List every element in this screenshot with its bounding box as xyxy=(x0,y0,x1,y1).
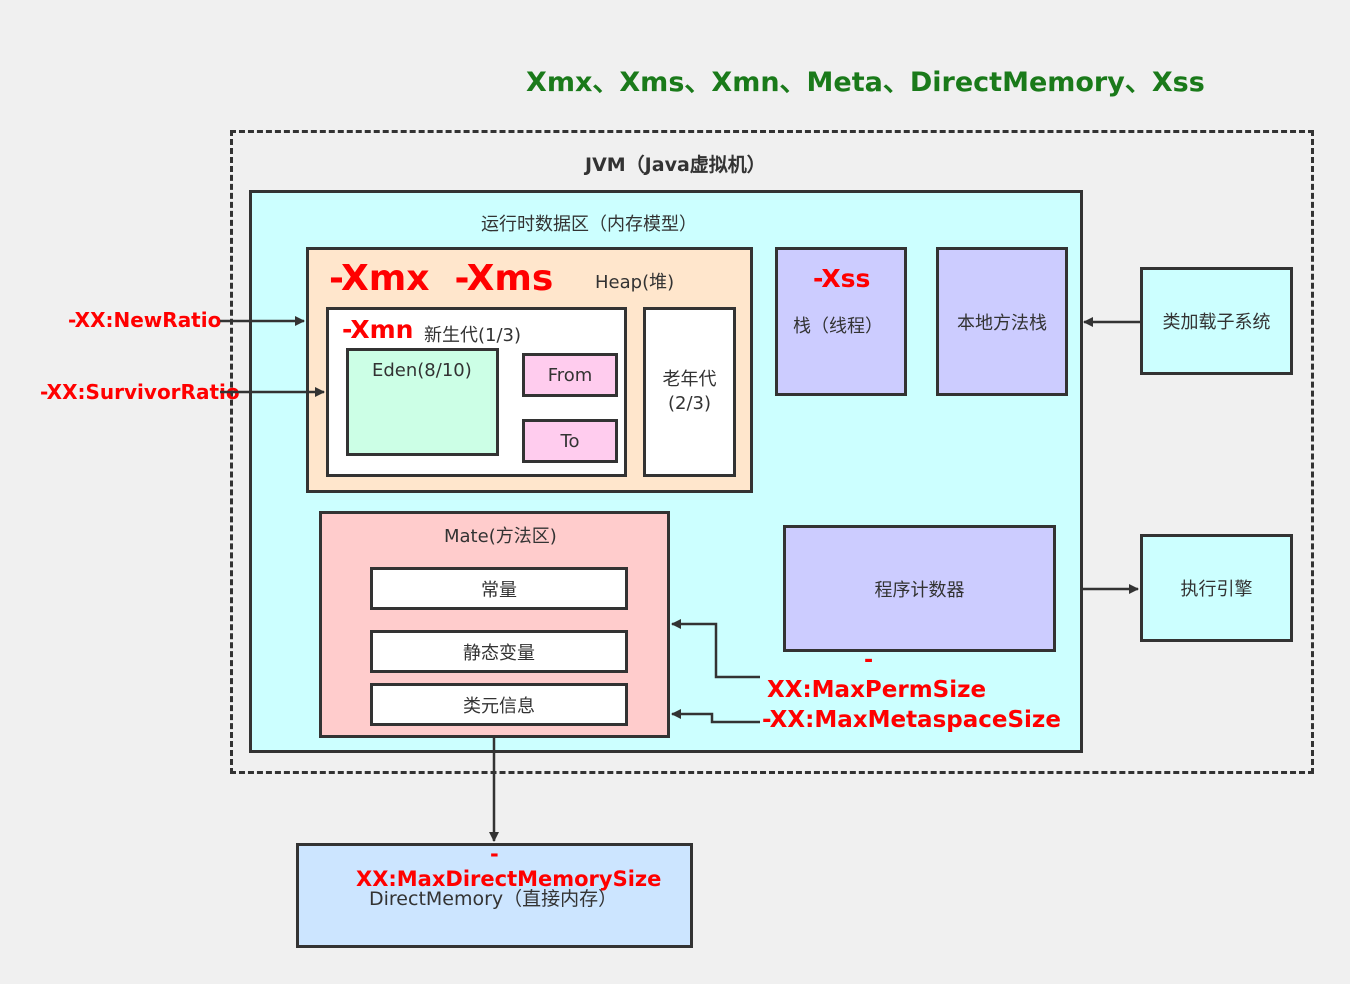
metaspace-arrow xyxy=(671,709,760,724)
from-box: From xyxy=(522,353,618,397)
page-title: Xmx、Xms、Xmn、Meta、DirectMemory、Xss xyxy=(526,67,1205,98)
to-box: To xyxy=(522,419,618,463)
program-counter-box: 程序计数器 xyxy=(783,525,1056,652)
classloader-label: 类加载子系统 xyxy=(1162,312,1271,333)
program-counter-label: 程序计数器 xyxy=(874,579,965,601)
direct-memory-title: DirectMemory（直接内存） xyxy=(369,888,618,910)
old-gen-box: 老年代 (2/3) xyxy=(643,307,736,477)
perm-size-arrow xyxy=(671,619,760,679)
from-label: From xyxy=(547,364,593,386)
heap-title: Heap(堆) xyxy=(595,272,675,293)
meta-title: Mate(方法区) xyxy=(444,526,557,547)
max-perm-size-param: XX:MaxPermSize xyxy=(767,677,987,703)
direct-param-dash: - xyxy=(490,842,499,866)
perm-size-dash: - xyxy=(864,648,874,673)
native-stack-box: 本地方法栈 xyxy=(936,247,1068,396)
runtime-title: 运行时数据区（内存模型） xyxy=(481,214,697,235)
meta-item-label: 静态变量 xyxy=(463,642,535,664)
to-label: To xyxy=(560,430,580,452)
survivor-ratio-param: -XX:SurvivorRatio xyxy=(40,380,240,404)
jvm-title: JVM（Java虚拟机） xyxy=(585,154,766,176)
meta-item-static-vars: 静态变量 xyxy=(370,630,628,673)
meta-item-constants: 常量 xyxy=(370,567,628,610)
execution-engine-label: 执行引擎 xyxy=(1180,579,1253,600)
heap-params: -Xmx -Xms xyxy=(329,258,554,299)
stack-title: 栈（线程） xyxy=(793,316,883,337)
direct-param: XX:MaxDirectMemorySize xyxy=(356,867,662,891)
direct-memory-box xyxy=(296,843,693,948)
meta-item-class-meta: 类元信息 xyxy=(370,683,628,726)
max-metaspace-size-param: -XX:MaxMetaspaceSize xyxy=(762,707,1061,733)
meta-item-label: 常量 xyxy=(481,579,517,601)
meta-item-label: 类元信息 xyxy=(463,695,535,717)
jvm-container xyxy=(230,130,1314,774)
execution-engine-box: 执行引擎 xyxy=(1140,534,1293,642)
eden-box xyxy=(346,348,499,456)
young-title: 新生代(1/3) xyxy=(424,325,522,346)
old-gen-ratio: (2/3) xyxy=(667,393,711,414)
old-gen-label: 老年代 xyxy=(662,369,717,390)
stack-box xyxy=(775,247,907,396)
native-stack-label: 本地方法栈 xyxy=(957,312,1047,334)
new-ratio-param: -XX:NewRatio xyxy=(68,308,222,332)
stack-param: -Xss xyxy=(813,264,871,293)
eden-label: Eden(8/10) xyxy=(372,360,472,381)
classloader-box: 类加载子系统 xyxy=(1140,267,1293,375)
young-param: -Xmn xyxy=(342,315,414,344)
